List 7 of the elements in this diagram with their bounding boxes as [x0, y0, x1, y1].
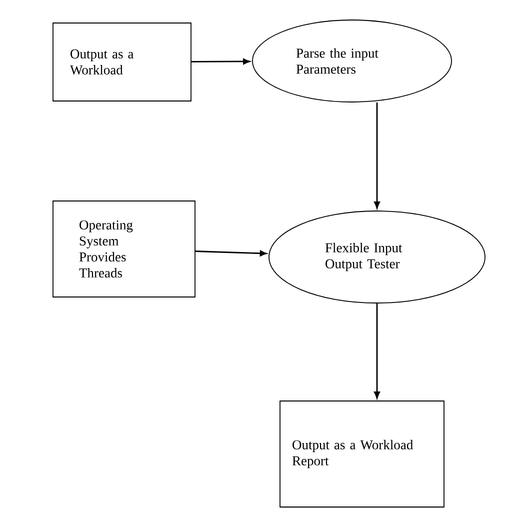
arrow [191, 58, 250, 64]
process-box: Output as a Workload [52, 22, 192, 102]
arrow [195, 250, 267, 256]
arrow [374, 303, 380, 398]
process-box: Operating System Provides Threads [52, 200, 196, 298]
arrow [374, 102, 380, 208]
process-box: Output as a Workload Report [280, 400, 444, 508]
